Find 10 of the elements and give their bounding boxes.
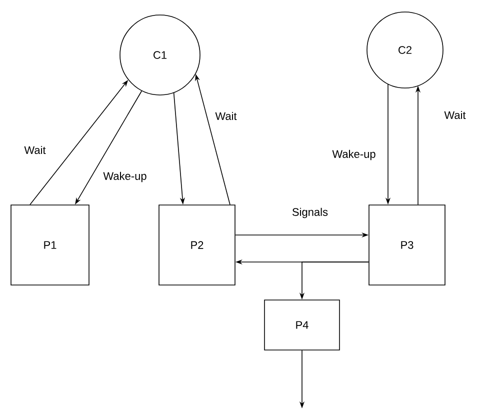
edge-label: Signals [290, 206, 330, 220]
process-box: P3 [368, 204, 446, 286]
process-box: P4 [264, 300, 340, 350]
edge-label: Wake-up [102, 170, 148, 184]
edge-label: Wait [23, 144, 47, 156]
edge-label: Wait [214, 110, 238, 122]
edge-label: Wait [443, 110, 467, 120]
process-box: P1 [10, 204, 90, 286]
process-box: P2 [158, 204, 236, 286]
edge-label: Wake-up [331, 148, 377, 162]
